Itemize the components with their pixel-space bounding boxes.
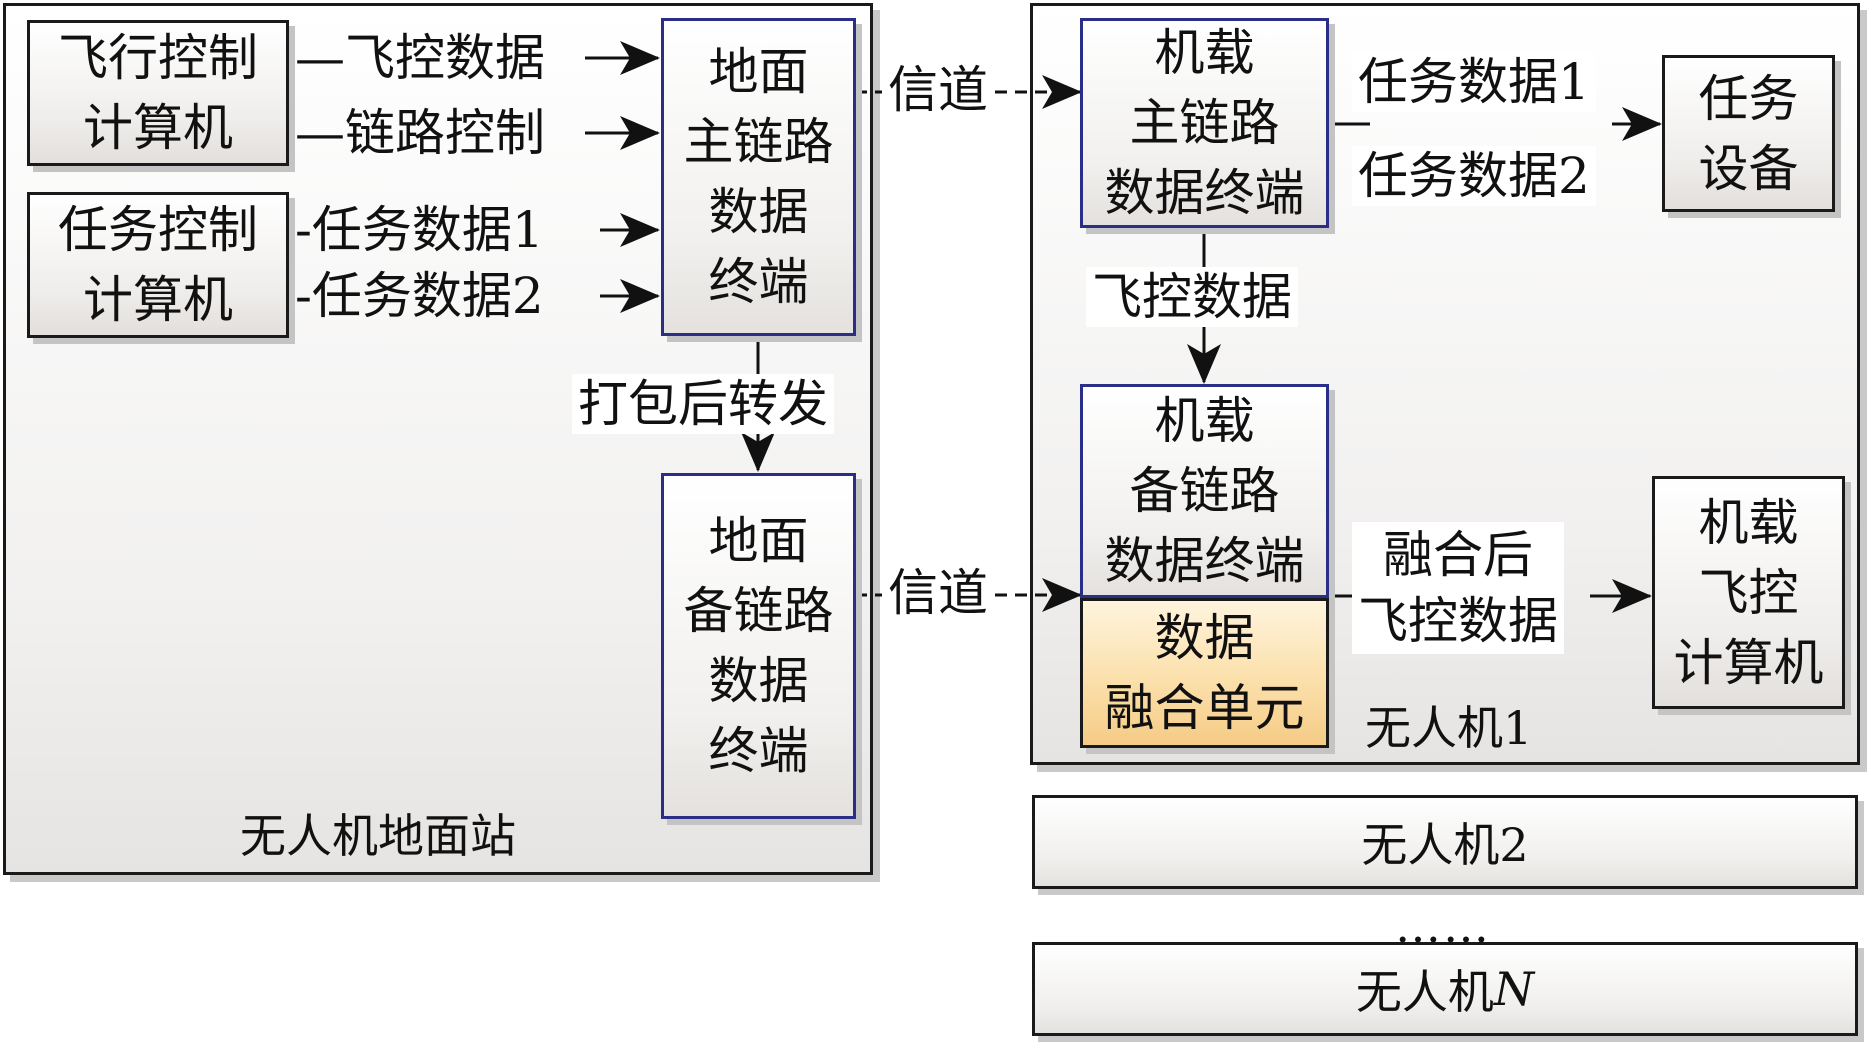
ground-backup-terminal-line-1: 地面 (708, 512, 809, 570)
uav-backup-terminal-line-1: 机载 (1154, 392, 1255, 450)
ground-station-caption: 无人机地面站 (240, 809, 516, 863)
fused-label-line-1: 融合后 (1383, 526, 1533, 584)
label-task-data-1: -任务数据1 (295, 201, 544, 259)
uav-backup-terminal-line-2: 备链路 (1129, 462, 1280, 520)
ground-backup-terminal-line-4: 终端 (708, 722, 809, 780)
uav-main-terminal-line-1: 机载 (1154, 24, 1255, 82)
task-device: 任务 设备 (1662, 55, 1835, 212)
uavN-caption-suffix: N (1493, 962, 1535, 1016)
uav-backup-terminal-line-3: 数据终端 (1104, 532, 1305, 590)
channel-top-label: 信道 (882, 60, 994, 120)
uav-main-terminal-line-3: 数据终端 (1104, 164, 1305, 222)
flight-control-computer-line-1: 飞行控制 (58, 29, 258, 87)
uav-label-task-data-2: 任务数据2 (1352, 146, 1596, 206)
uav-label-flight-data: 飞控数据 (1086, 267, 1298, 327)
ground-backup-terminal-line-2: 备链路 (683, 582, 834, 640)
uav-flight-computer-line-3: 计算机 (1673, 633, 1824, 692)
uav2-caption: 无人机2 (1361, 818, 1529, 872)
uav-backup-link-terminal: 机载 备链路 数据终端 (1080, 384, 1329, 598)
ground-main-terminal-line-4: 终端 (708, 253, 809, 311)
label-flight-data: —飞控数据 (295, 29, 545, 87)
label-task-data-2: -任务数据2 (295, 267, 544, 325)
uav-flight-computer-line-2: 飞控 (1698, 563, 1799, 622)
data-fusion-unit: 数据 融合单元 (1080, 598, 1329, 748)
channel-bottom-label: 信道 (882, 563, 994, 623)
uav-flight-computer-line-1: 机载 (1698, 493, 1799, 552)
fused-label-line-2: 飞控数据 (1358, 592, 1558, 650)
ground-backup-link-terminal: 地面 备链路 数据 终端 (661, 473, 856, 819)
uav-flight-control-computer: 机载 飞控 计算机 (1652, 476, 1845, 709)
task-control-computer: 任务控制 计算机 (27, 192, 289, 338)
ground-main-link-terminal: 地面 主链路 数据 终端 (661, 18, 856, 336)
ground-main-terminal-line-1: 地面 (708, 43, 809, 101)
fusion-unit-line-2: 融合单元 (1104, 679, 1305, 737)
flight-control-computer: 飞行控制 计算机 (27, 20, 289, 166)
task-device-line-1: 任务 (1698, 69, 1799, 128)
uav2-strip: 无人机2 (1032, 795, 1858, 889)
uavN-caption-prefix: 无人机 (1355, 965, 1494, 1019)
ground-main-terminal-line-3: 数据 (708, 183, 809, 241)
task-control-computer-line-1: 任务控制 (58, 201, 258, 259)
uav-main-terminal-line-2: 主链路 (1129, 94, 1280, 152)
flight-control-computer-line-2: 计算机 (83, 99, 233, 157)
uav-label-task-data-1: 任务数据1 (1352, 52, 1596, 112)
label-pack-forward: 打包后转发 (572, 374, 834, 434)
ground-backup-terminal-line-3: 数据 (708, 652, 809, 710)
uav1-caption: 无人机1 (1365, 701, 1533, 755)
task-control-computer-line-2: 计算机 (83, 271, 233, 329)
label-link-control: —链路控制 (295, 104, 545, 162)
task-device-line-2: 设备 (1698, 139, 1799, 198)
uav-main-link-terminal: 机载 主链路 数据终端 (1080, 18, 1329, 228)
uav-label-fused-flight-data: 融合后 飞控数据 (1352, 522, 1564, 654)
fusion-unit-line-1: 数据 (1154, 609, 1255, 667)
ground-main-terminal-line-2: 主链路 (683, 113, 834, 171)
